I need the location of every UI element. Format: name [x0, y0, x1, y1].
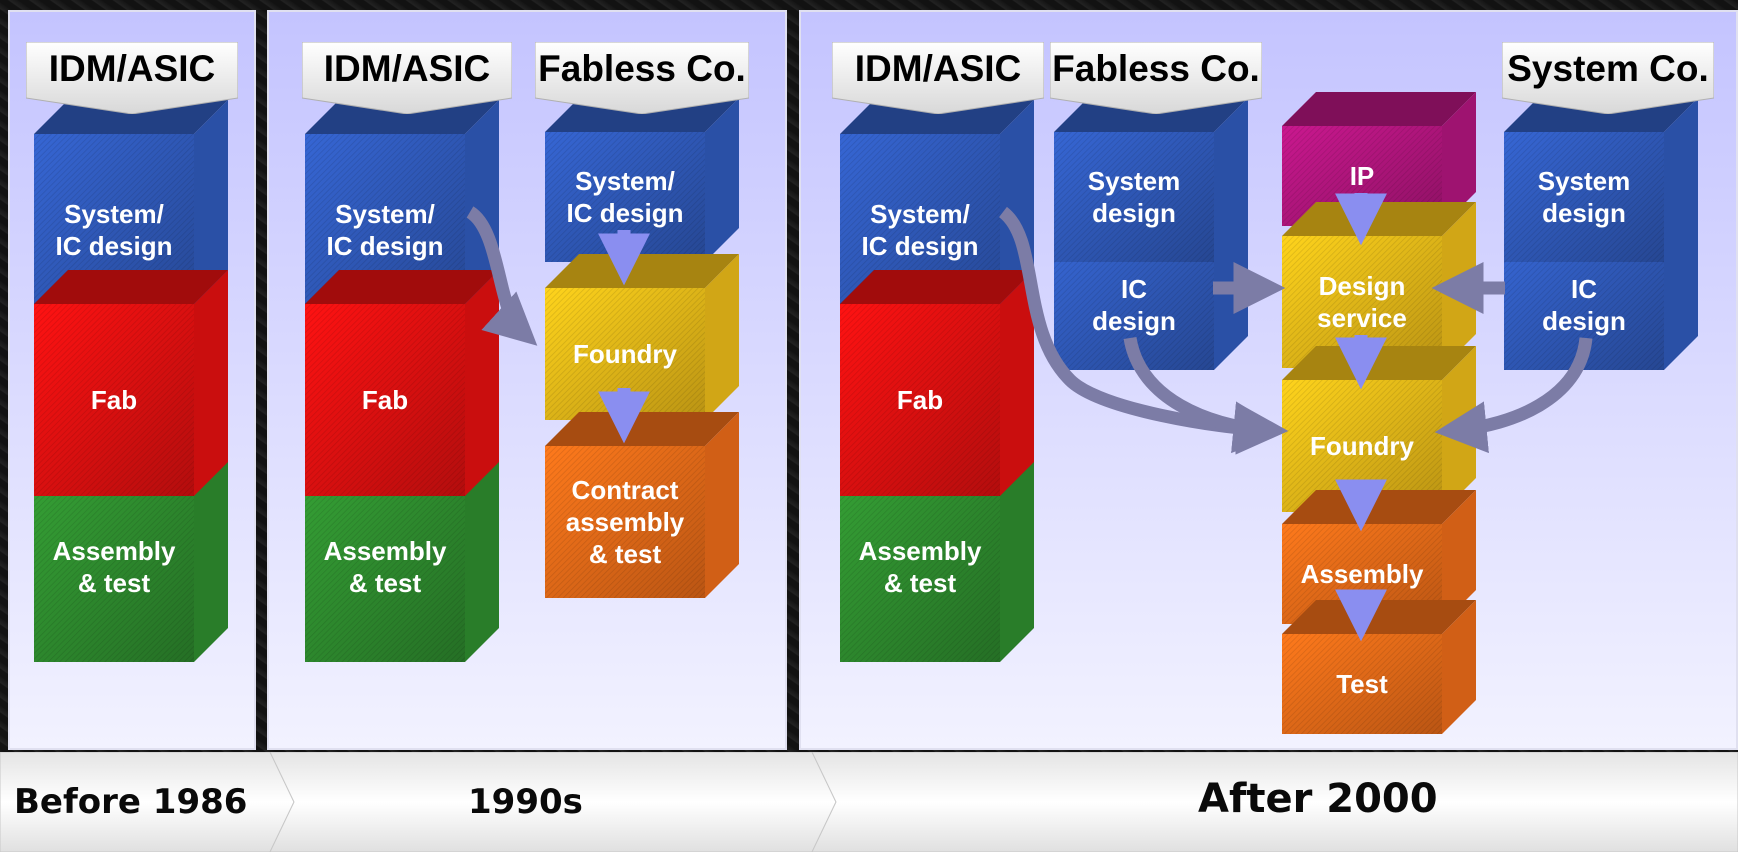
banner-2000-systemco: System Co.	[1501, 41, 1715, 115]
before-1986-design-label: System/ IC design	[55, 199, 173, 261]
timeline-bar: Before 1986 1990s After 2000	[0, 752, 1738, 852]
banner-2000-idm: IDM/ASIC	[831, 41, 1045, 115]
banner-1990s-fabless-label: Fabless Co.	[538, 48, 746, 89]
before-1986-assembly-box: Assembly & test	[34, 438, 228, 662]
2000-foundry-label: Foundry	[1310, 431, 1414, 461]
2000-ip-label: IP	[1349, 161, 1375, 191]
1990s-foundry-box: Foundry	[545, 254, 739, 420]
1990s-contract-label: Contract assembly & test	[565, 475, 685, 569]
banner-2000-fabless-label: Fabless Co.	[1052, 48, 1260, 89]
1990s-fabless-design-box: System/ IC design	[545, 98, 739, 262]
2000-test-box: Test	[1282, 600, 1476, 734]
1990s-idm-assembly-label: Assembly & test	[323, 536, 447, 598]
2000-systemco-system-design-box: System design	[1504, 98, 1698, 262]
1990s-idm-fab-box: Fab	[305, 270, 499, 496]
1990s-contract-box: Contract assembly & test	[545, 412, 739, 598]
2000-design-service-box: Design service	[1282, 202, 1476, 368]
2000-idm-design-label: System/ IC design	[861, 199, 979, 261]
era-label-before-1986: Before 1986	[14, 782, 248, 822]
before-1986-fab-label: Fab	[90, 385, 138, 415]
era-segment-after-2000	[811, 752, 1738, 852]
before-1986-assembly-label: Assembly & test	[52, 536, 176, 598]
1990s-idm-design-label: System/ IC design	[326, 199, 444, 261]
2000-fabless-system-design-box: System design	[1054, 98, 1248, 262]
2000-idm-assembly-label: Assembly & test	[858, 536, 982, 598]
era-segment-1990s	[269, 752, 837, 852]
2000-foundry-box: Foundry	[1282, 346, 1476, 512]
banner-2000-fabless: Fabless Co.	[1049, 41, 1263, 115]
2000-assembly-label: Assembly	[1300, 559, 1424, 589]
banner-before-1986-idm: IDM/ASIC	[25, 41, 239, 115]
2000-fabless-system-design-label: System design	[1087, 166, 1181, 228]
2000-test-label: Test	[1336, 669, 1388, 699]
banner-1990s-fabless: Fabless Co.	[534, 41, 750, 115]
era-label-after-2000: After 2000	[1198, 776, 1438, 822]
banner-before-1986-idm-label: IDM/ASIC	[48, 48, 216, 89]
2000-design-service-label: Design service	[1317, 271, 1407, 333]
2000-systemco-ic-design-label: IC design	[1542, 274, 1626, 336]
1990s-fabless-design-label: System/ IC design	[566, 166, 684, 228]
2000-systemco-system-design-label: System design	[1537, 166, 1631, 228]
era-label-1990s: 1990s	[468, 782, 583, 822]
banner-2000-idm-label: IDM/ASIC	[854, 48, 1022, 89]
2000-idm-fab-box: Fab	[840, 270, 1034, 496]
banner-1990s-idm: IDM/ASIC	[301, 41, 513, 115]
before-1986-fab-box: Fab	[34, 270, 228, 496]
banner-1990s-idm-label: IDM/ASIC	[323, 48, 491, 89]
1990s-foundry-label: Foundry	[573, 339, 677, 369]
2000-idm-fab-label: Fab	[896, 385, 944, 415]
banner-2000-systemco-label: System Co.	[1507, 48, 1709, 89]
1990s-idm-fab-label: Fab	[361, 385, 409, 415]
